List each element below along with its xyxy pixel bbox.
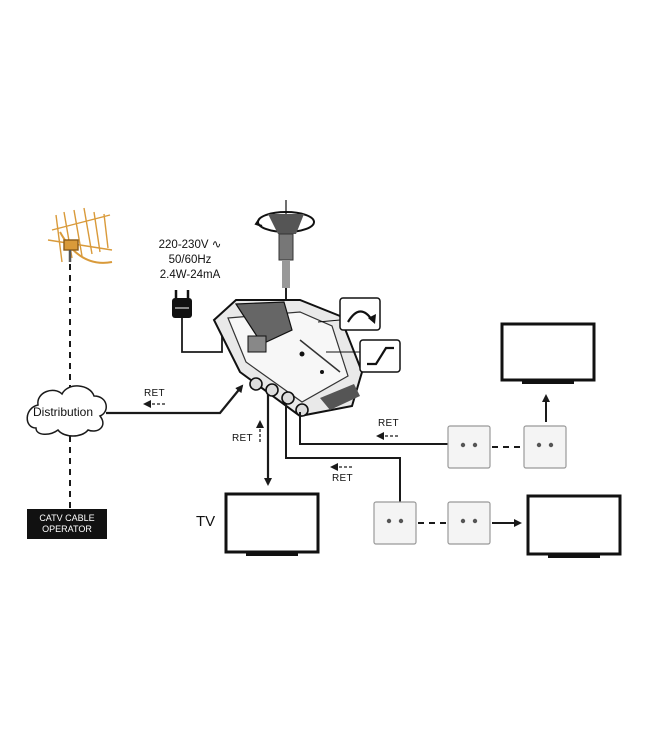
tv-icon-lower-right [526,494,622,558]
wall-outlet-lower-1 [373,501,417,545]
ret-label-upper: RET [378,418,399,429]
wall-outlet-lower-2 [447,501,491,545]
amplifier-ports [249,377,309,417]
distribution-cloud [26,385,107,437]
catv-label-line2: OPERATOR [42,524,92,534]
upper-outlets-cable [299,412,448,445]
ret-label-input: RET [144,388,165,399]
amplifier-unit [212,299,364,418]
catv-operator-box: CATV CABLE OPERATOR [27,509,107,539]
ret-label-lower: RET [332,473,353,484]
mains-plug-icon [172,290,223,353]
tv-icon-front [224,492,320,556]
gain-curve-icon [317,297,381,331]
wall-outlet-upper-1 [447,425,491,469]
lower-outlets-cable [285,404,401,502]
ac-symbol-icon: ∿ [211,239,222,251]
slope-curve-icon [326,339,401,373]
voltage-label: 220-230V [158,239,209,251]
wall-outlet-upper-2 [523,425,567,469]
terrestrial-antenna [47,207,113,264]
tv-label: TV [196,513,216,530]
frequency-label: 50/60Hz [168,254,212,266]
distribution-input-cable [106,384,244,415]
power-spec: 220-230V ∿ 50/60Hz 2.4W-24mA [148,238,232,283]
tv-icon-upper-right [500,322,596,384]
ret-label-tv: RET [232,433,253,444]
consumption-label: 2.4W-24mA [159,269,221,281]
catv-label-line1: CATV CABLE [39,513,95,523]
distribution-label: Distribution [33,405,94,419]
